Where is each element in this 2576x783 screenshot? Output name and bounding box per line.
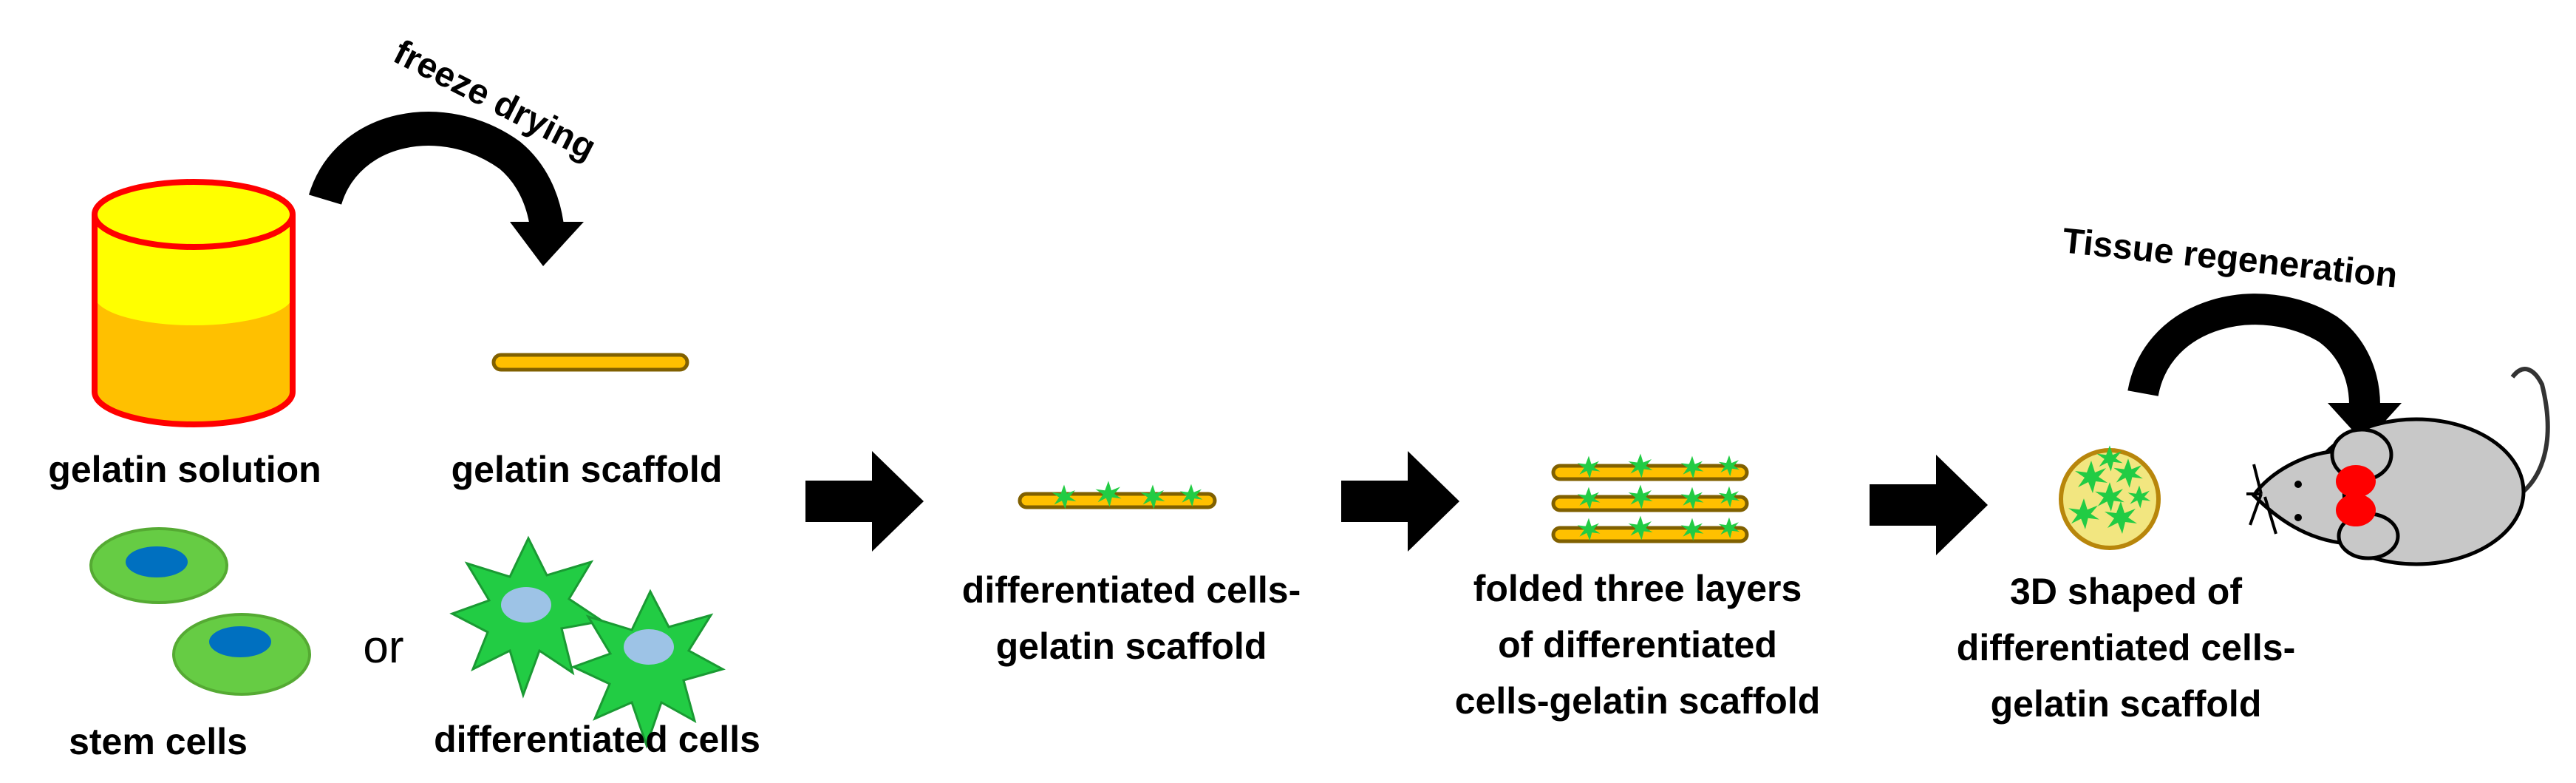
cells-scaffold-line-1: differentiated cells- bbox=[961, 569, 1301, 611]
folded-layers-line-3: cells-gelatin scaffold bbox=[1454, 680, 1821, 722]
shaped-3d-line-1: 3D shaped of bbox=[2010, 571, 2242, 612]
mouse-icon bbox=[2246, 367, 2550, 566]
gelatin-scaffold-label: gelatin scaffold bbox=[451, 449, 723, 490]
cells-scaffold-single bbox=[1018, 481, 1217, 509]
curved-arrow-icon bbox=[308, 112, 584, 266]
cells-scaffold-label: differentiated cells- gelatin scaffold bbox=[962, 562, 1301, 674]
stem-cells-label: stem cells bbox=[69, 721, 248, 762]
cells-scaffold-three-layers bbox=[1551, 453, 1749, 543]
curved-arrow-icon-2 bbox=[2127, 294, 2402, 444]
shaped-3d-label: 3D shaped of differentiated cells- gelat… bbox=[1957, 563, 2295, 732]
differentiated-cells-label: differentiated cells bbox=[434, 719, 760, 760]
gelatin-solution-cylinder bbox=[92, 179, 296, 427]
folded-layers-label: folded three layers of differentiated ce… bbox=[1455, 560, 1821, 729]
folded-layers-line-1: folded three layers bbox=[1473, 568, 1802, 609]
gelatin-solution-label: gelatin solution bbox=[48, 449, 321, 490]
process-arrow-icon bbox=[805, 451, 1988, 555]
or-label: or bbox=[363, 622, 404, 673]
differentiated-cell-icon bbox=[449, 535, 726, 749]
stem-cell-icon bbox=[89, 527, 311, 696]
shaped-3d-line-3: gelatin scaffold bbox=[1990, 683, 2262, 725]
shaped-3d-line-2: differentiated cells- bbox=[1956, 627, 2296, 668]
gelatin-scaffold-strip bbox=[491, 353, 689, 372]
cells-scaffold-3d-ball bbox=[2059, 445, 2161, 550]
folded-layers-line-2: of differentiated bbox=[1498, 624, 1777, 665]
cells-scaffold-line-2: gelatin scaffold bbox=[995, 626, 1267, 667]
